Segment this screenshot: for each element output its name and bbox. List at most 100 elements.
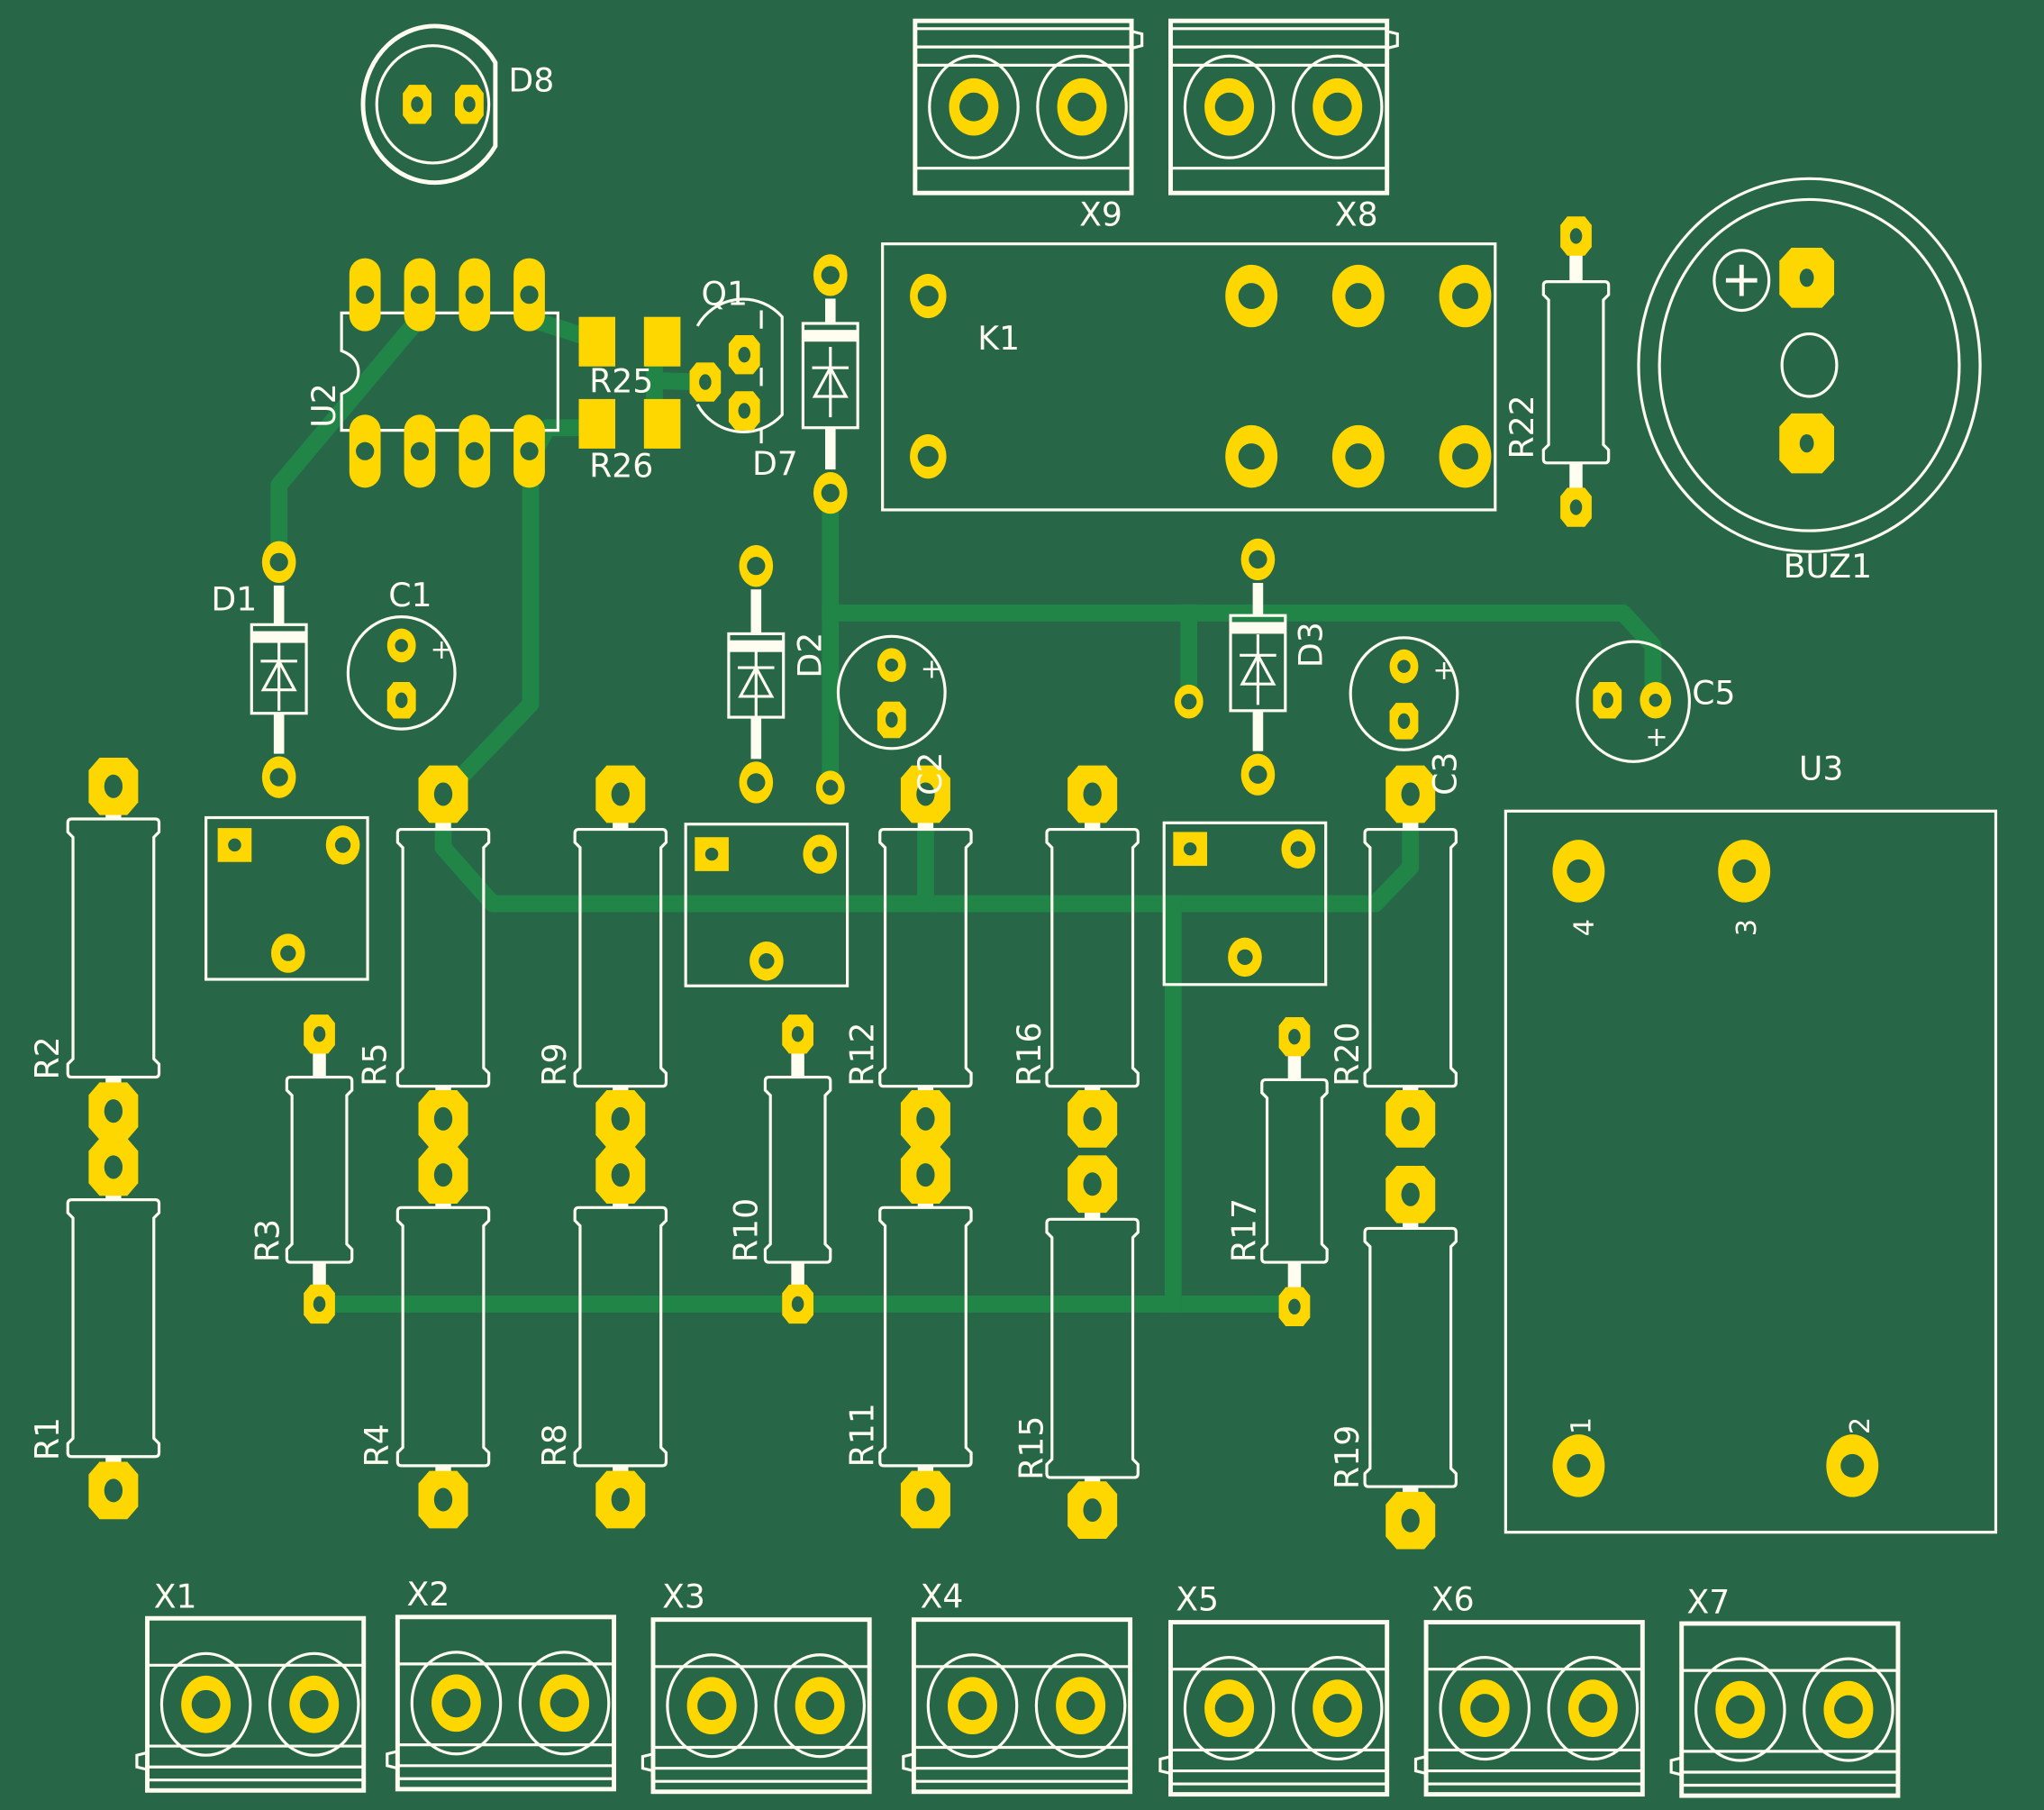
drill-hole — [611, 782, 630, 806]
label-C1: C1 — [388, 576, 432, 614]
label-X2: X2 — [406, 1575, 450, 1614]
label-R17: R17 — [1225, 1198, 1264, 1262]
drill-hole — [917, 285, 939, 307]
label-R8: R8 — [535, 1423, 574, 1467]
drill-hole — [699, 374, 712, 390]
C5-polarity-plus-icon: + — [1645, 722, 1667, 753]
BUZ1-plus-circle — [1712, 249, 1771, 313]
drill-hole — [433, 1106, 453, 1131]
drill-hole — [104, 1478, 123, 1503]
label-U2: U2 — [304, 383, 343, 428]
drill-hole — [1799, 433, 1814, 453]
label-R19: R19 — [1328, 1425, 1367, 1489]
drill-hole — [1214, 92, 1244, 122]
R22-outline — [1541, 280, 1611, 465]
drill-hole — [611, 1106, 630, 1131]
drill-hole — [805, 1691, 835, 1721]
R5-outline — [395, 827, 491, 1088]
X4-outline — [911, 1617, 1133, 1795]
drill-hole — [104, 774, 123, 798]
drill-hole — [463, 96, 476, 113]
drill-hole — [228, 838, 241, 852]
drill-hole — [1401, 782, 1420, 806]
U2-ic-outline — [340, 311, 559, 432]
drill-hole — [886, 712, 898, 728]
drill-hole — [441, 1688, 471, 1718]
X3-screw-ring — [666, 1653, 758, 1759]
drill-hole — [433, 1163, 453, 1187]
X4-screw-ring — [1034, 1653, 1127, 1759]
lead-stub — [105, 1077, 122, 1088]
drill-hole — [520, 285, 539, 305]
X6-outline — [1423, 1620, 1645, 1797]
label-R20: R20 — [1328, 1023, 1367, 1087]
drill-hole — [1840, 1453, 1865, 1478]
drill-hole — [1569, 499, 1583, 515]
label-R22: R22 — [1503, 395, 1541, 459]
label-X1: X1 — [154, 1578, 197, 1616]
label-X8: X8 — [1335, 195, 1378, 233]
label-R9: R9 — [535, 1043, 574, 1087]
X1-screw-ring — [159, 1651, 252, 1757]
drill-hole — [465, 285, 484, 305]
drill-hole — [280, 945, 296, 961]
label-U3: U3 — [1799, 750, 1843, 788]
X5-screw-ring — [1291, 1656, 1384, 1761]
R11-outline — [878, 1205, 973, 1468]
drill-hole — [1238, 283, 1265, 310]
R12-outline — [878, 827, 973, 1088]
R16-outline — [1045, 827, 1140, 1088]
D3-cathode-band — [1231, 622, 1285, 634]
lead-stub — [1569, 462, 1583, 489]
trace-top-bus — [822, 604, 1662, 709]
R25-pad-1 — [578, 316, 616, 367]
X6-screw-ring — [1439, 1656, 1531, 1761]
drill-hole — [1083, 1106, 1102, 1131]
drill-hole — [1725, 1695, 1755, 1724]
silkscreen-layer: ++++ — [66, 18, 1998, 1798]
label-R12: R12 — [843, 1023, 882, 1087]
drill-hole — [1288, 1029, 1301, 1045]
R26-pad-2 — [643, 398, 681, 449]
drill-hole — [1567, 1453, 1591, 1478]
lead-stub — [1403, 818, 1419, 830]
drill-hole — [433, 1487, 453, 1512]
label-K1: K1 — [977, 319, 1020, 358]
X1-screw-ring — [268, 1651, 360, 1757]
drill-hole — [1322, 1694, 1352, 1724]
drill-hole — [812, 846, 828, 862]
lead-stub — [1403, 1217, 1419, 1229]
R26-pad-1 — [578, 398, 616, 449]
drill-hole — [611, 1163, 630, 1187]
drill-hole — [697, 1691, 727, 1721]
drill-hole — [1567, 859, 1591, 883]
label-Q1: Q1 — [702, 275, 748, 314]
D7-diode-symbol-icon — [812, 364, 849, 398]
lead-stub — [613, 818, 629, 830]
D3-diode-symbol-icon — [1240, 651, 1276, 686]
X3-latch-icon — [640, 1752, 654, 1773]
drill-hole — [916, 1163, 935, 1187]
label-BUZ1: BUZ1 — [1784, 547, 1872, 586]
trace-u2-d1 — [270, 308, 430, 569]
drill-hole — [269, 768, 288, 787]
drill-hole — [822, 779, 839, 796]
label-R16: R16 — [1010, 1023, 1049, 1087]
label-R1: R1 — [28, 1417, 67, 1460]
drill-hole — [738, 403, 751, 419]
label-C3: C3 — [1425, 752, 1464, 796]
copper-pads-layer — [88, 77, 1879, 1739]
label-X5: X5 — [1176, 1580, 1219, 1619]
X8-screw-ring — [1183, 54, 1276, 159]
R20-outline — [1363, 827, 1458, 1088]
lead-stub — [1569, 254, 1583, 282]
lead-stub — [824, 298, 836, 323]
D2-diode-symbol-icon — [738, 664, 775, 698]
drill-hole — [1238, 443, 1265, 470]
X9-latch-icon — [1131, 30, 1144, 50]
drill-hole — [104, 1099, 123, 1123]
X8-latch-icon — [1386, 30, 1399, 50]
label-R15: R15 — [1013, 1416, 1051, 1480]
u3-pin1-label: 1 — [1566, 1417, 1597, 1434]
